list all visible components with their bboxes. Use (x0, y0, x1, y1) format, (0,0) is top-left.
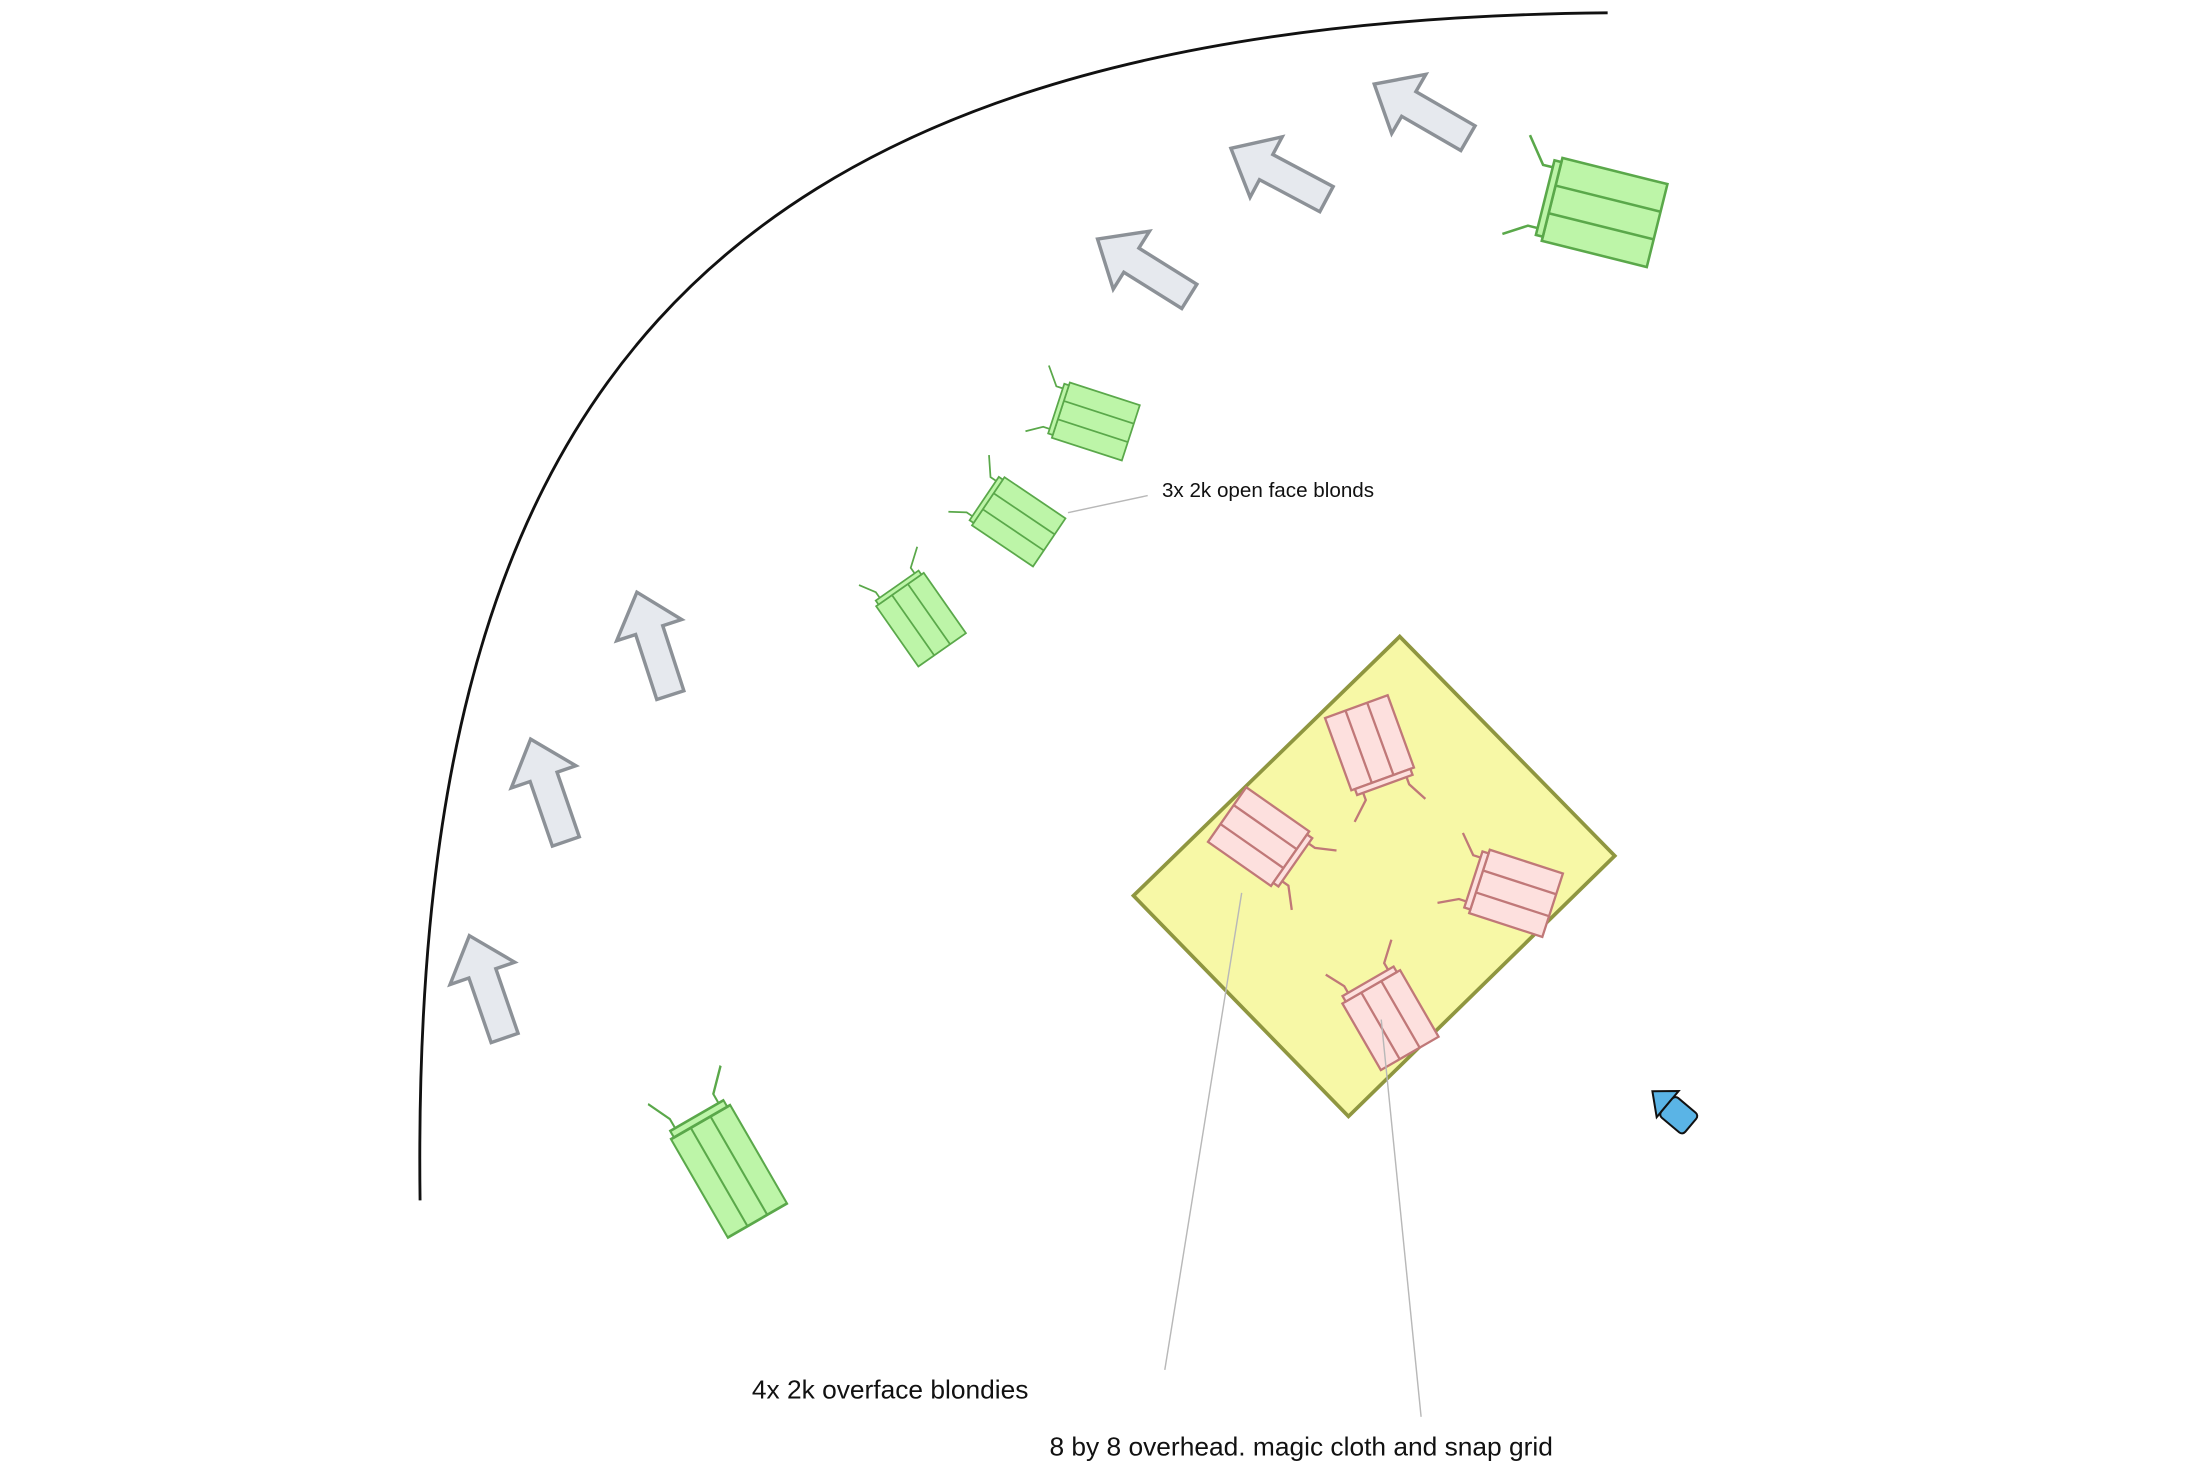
overhead-frame (1130, 633, 1618, 1120)
direction-arrow (1355, 52, 1487, 170)
direction-arrow (602, 579, 705, 708)
direction-arrow (435, 922, 539, 1051)
label-overhead: 8 by 8 overhead. magic cloth and snap gr… (1049, 1431, 1552, 1461)
label-open-face: 3x 2k open face blonds (1162, 479, 1374, 502)
direction-arrow (1213, 116, 1345, 232)
open-face-light (858, 544, 975, 669)
set-wall-curve (418, 11, 1608, 1201)
open-face-light (1024, 364, 1144, 464)
leader-line-overhead (1380, 1019, 1422, 1417)
leader-line-overface (1164, 892, 1243, 1370)
leader-line-open-face (1067, 494, 1148, 514)
direction-arrow (496, 726, 600, 855)
camera-icon (1651, 1089, 1699, 1135)
open-face-light-large (1501, 133, 1673, 272)
open-face-light-large (646, 1061, 799, 1241)
direction-arrow (1077, 208, 1210, 328)
open-face-light (947, 453, 1072, 569)
label-overface: 4x 2k overface blondies (752, 1374, 1029, 1404)
